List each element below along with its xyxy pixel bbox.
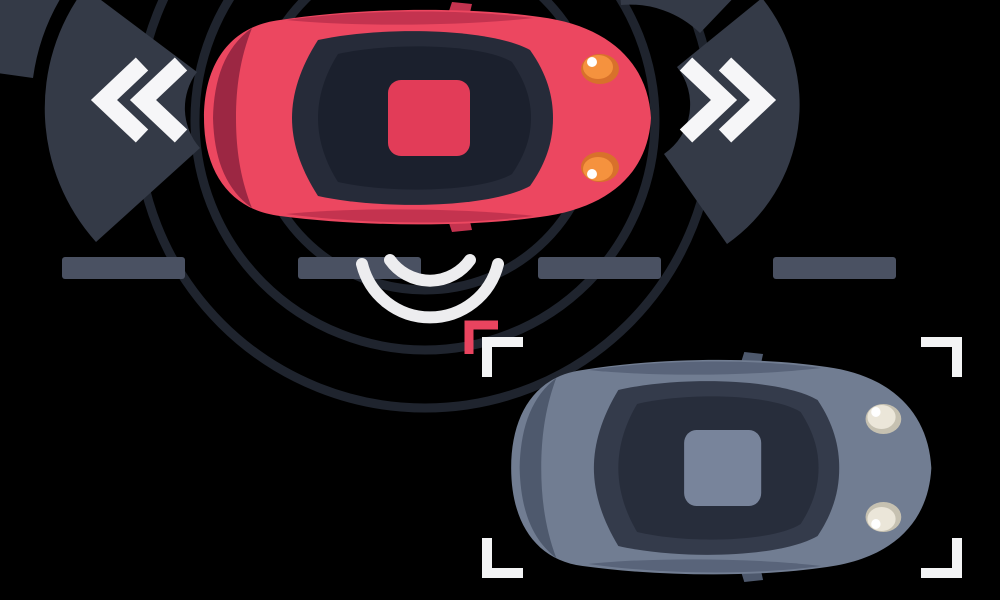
left-chevrons-icon — [90, 57, 188, 143]
lane-dash-1 — [62, 257, 185, 279]
headlight-lamp — [583, 55, 613, 79]
gray-car — [511, 352, 932, 582]
sonar-waves-icon — [356, 254, 504, 324]
frame-corner-bottom-left — [482, 538, 523, 578]
sensor-wedge-left-outer — [0, 0, 60, 78]
sonar-wave-outer — [356, 258, 504, 324]
red-car-headlight-top — [581, 54, 619, 84]
lane-dash-4 — [773, 257, 896, 279]
headlight-highlight — [871, 407, 881, 417]
right-chevrons-icon — [679, 57, 777, 143]
chevron-right-outer-icon — [718, 57, 777, 143]
sensor-ring-2 — [190, 0, 660, 355]
detection-frame-icon — [482, 337, 962, 578]
headlight-lamp — [583, 157, 613, 181]
chevron-left-inner-icon — [129, 57, 188, 143]
gray-car-roof — [684, 430, 762, 506]
gray-car-headlight-top — [865, 404, 902, 434]
red-car-top-trim — [286, 11, 534, 25]
chevron-right-inner-icon — [679, 57, 738, 143]
red-car — [204, 2, 651, 232]
headlight-highlight — [871, 519, 881, 529]
gray-car-top-trim — [588, 361, 822, 375]
sonar-wave-inner — [384, 254, 476, 287]
headlight-highlight — [587, 57, 597, 67]
lane-markings — [62, 257, 896, 279]
gray-car-headlight-bottom — [865, 502, 902, 532]
frame-corner-top-left — [482, 337, 523, 377]
frame-corner-top-right — [921, 337, 962, 377]
red-car-roof — [388, 80, 470, 156]
headlight-lamp — [867, 507, 896, 531]
frame-corner-bottom-right — [921, 538, 962, 578]
red-car-bottom-trim — [286, 209, 534, 223]
headlight-lamp — [867, 405, 896, 429]
red-corner-bracket-icon — [464, 320, 498, 354]
red-car-rear-shade — [213, 28, 252, 208]
lane-dash-3 — [538, 257, 661, 279]
chevron-left-outer-icon — [90, 57, 149, 143]
sensor-wedge-right-outer — [620, 0, 732, 33]
gray-car-bottom-trim — [588, 559, 822, 573]
gray-car-rear-shade — [519, 378, 557, 558]
red-car-headlight-bottom — [581, 152, 619, 182]
headlight-highlight — [587, 169, 597, 179]
